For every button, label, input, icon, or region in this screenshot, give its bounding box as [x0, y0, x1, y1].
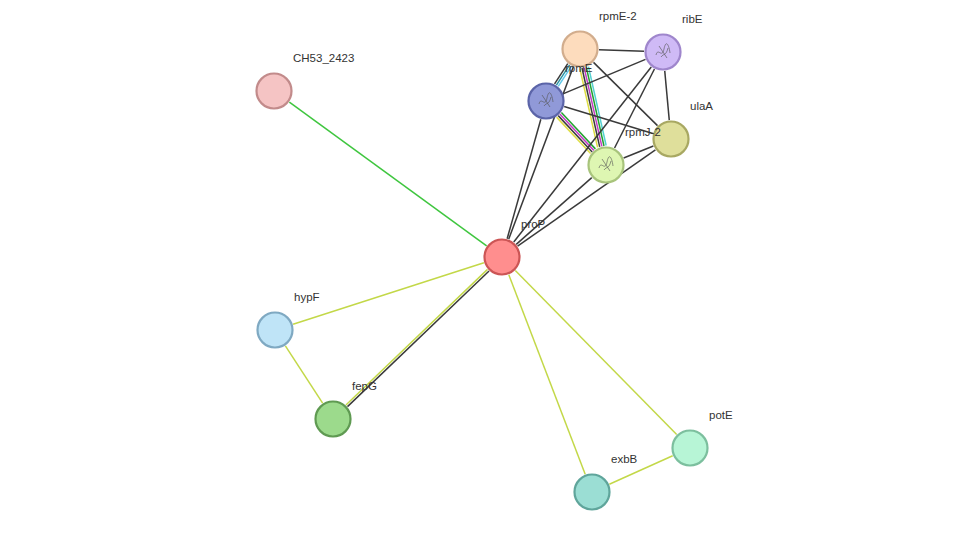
evidence-line: [560, 114, 594, 150]
interaction-edge: [665, 71, 670, 120]
interaction-edge: [557, 113, 596, 154]
evidence-line: [347, 271, 489, 407]
node-disc: [673, 431, 708, 466]
evidence-line: [557, 117, 591, 153]
node-circle: [483, 238, 521, 276]
interaction-edge: [580, 67, 606, 148]
evidence-line: [665, 71, 670, 120]
interaction-edge: [346, 269, 489, 406]
node-disc: [575, 475, 610, 510]
interaction-edge: [515, 271, 676, 435]
node-circle: [255, 72, 293, 110]
node-circle: [256, 311, 294, 349]
protein-name: proP: [521, 218, 545, 230]
protein-node: hypF: [256, 311, 294, 349]
interaction-edge: [514, 67, 652, 242]
protein-name: exbB: [611, 453, 637, 465]
evidence-line: [514, 67, 652, 242]
interaction-edge: [285, 346, 322, 403]
evidence-line: [515, 271, 676, 435]
protein-node: potE: [671, 429, 709, 467]
structure-glyph: [656, 44, 670, 58]
protein-node: exbB: [573, 473, 611, 511]
evidence-line: [289, 102, 486, 246]
node-circle: [527, 82, 565, 120]
node-disc: [485, 240, 520, 275]
evidence-line: [509, 275, 585, 475]
protein-node: rpmJ-2: [587, 146, 625, 184]
interaction-edge: [624, 146, 654, 158]
evidence-line: [518, 150, 656, 246]
node-disc: [646, 35, 681, 70]
protein-name: fepG: [352, 380, 377, 392]
evidence-line: [285, 346, 322, 403]
node-disc: [529, 84, 564, 119]
protein-name: CH53_2423: [293, 52, 354, 64]
protein-node: ribE: [644, 33, 682, 71]
interaction-edge: [599, 50, 644, 52]
protein-name: potE: [709, 409, 733, 421]
structure-glyph: [539, 93, 553, 107]
node-circle: [314, 400, 352, 438]
protein-node: proP: [483, 238, 521, 276]
interaction-edge: [518, 150, 656, 246]
node-circle: [644, 33, 682, 71]
node-circle: [587, 146, 625, 184]
protein-name: ulaA: [690, 100, 713, 112]
interaction-edge: [289, 102, 486, 246]
node-disc: [257, 74, 292, 109]
node-circle: [671, 429, 709, 467]
structure-glyph: [599, 157, 613, 171]
interaction-edge: [564, 59, 646, 93]
evidence-line: [346, 269, 488, 405]
protein-name: rpmE-2: [599, 10, 637, 22]
protein-node: fepG: [314, 400, 352, 438]
node-disc: [258, 313, 293, 348]
node-disc: [589, 148, 624, 183]
evidence-line: [558, 116, 592, 152]
node-disc: [316, 402, 351, 437]
evidence-line: [516, 178, 592, 245]
protein-name: ribE: [682, 13, 702, 25]
evidence-line: [564, 59, 646, 93]
interaction-edge: [509, 275, 585, 475]
interaction-edge: [516, 178, 592, 245]
protein-node: CH53_2423: [255, 72, 293, 110]
protein-node: rpmE: [527, 82, 565, 120]
interaction-edge: [293, 263, 484, 324]
node-disc: [563, 32, 598, 67]
node-circle: [652, 120, 690, 158]
node-circle: [573, 473, 611, 511]
protein-name: hypF: [294, 291, 320, 303]
protein-node: ulaA: [652, 120, 690, 158]
protein-name: rpmJ-2: [625, 126, 661, 138]
evidence-line: [624, 146, 654, 158]
evidence-line: [599, 50, 644, 52]
protein-name: rpmE: [565, 62, 592, 74]
evidence-line: [293, 263, 484, 324]
